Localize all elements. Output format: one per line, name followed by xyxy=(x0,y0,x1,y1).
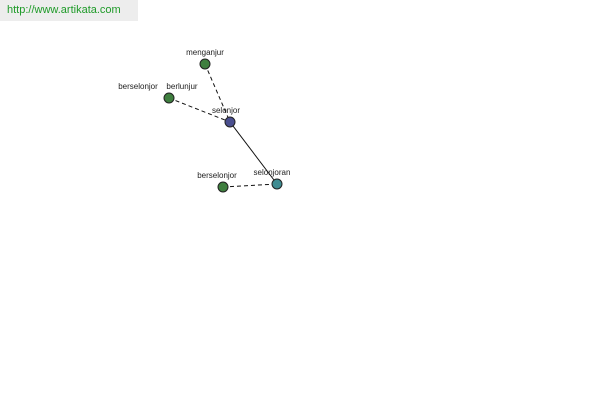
node-label: berselonjor xyxy=(197,171,237,180)
watermark-url[interactable]: http://www.artikata.com xyxy=(0,0,138,21)
node-marker xyxy=(199,58,211,70)
node-marker xyxy=(217,181,229,193)
nodes: menganjur berselonjor berlunjur selonjor… xyxy=(118,48,291,193)
node-berselonjor-top[interactable]: berselonjor xyxy=(118,82,158,91)
node-menganjur[interactable]: menganjur xyxy=(186,48,224,70)
node-label: selonjoran xyxy=(254,168,291,177)
node-marker xyxy=(271,178,283,190)
node-berlunjur[interactable]: berlunjur xyxy=(163,82,198,104)
edge-menganjur-selonjor xyxy=(204,63,231,123)
node-selonjoran[interactable]: selonjoran xyxy=(254,168,291,190)
edge-berlunjur-selonjor xyxy=(168,97,231,123)
node-berselonjor-bottom[interactable]: berselonjor xyxy=(197,171,237,193)
edge-berselonjor-selonjoran xyxy=(222,183,278,188)
node-label: berlunjur xyxy=(166,82,197,91)
node-label: berselonjor xyxy=(118,82,158,91)
edge-selonjor-selonjoran xyxy=(229,121,278,185)
node-selonjor[interactable]: selonjor xyxy=(212,106,240,128)
node-marker xyxy=(163,92,175,104)
node-label: selonjor xyxy=(212,106,240,115)
edges xyxy=(168,63,278,188)
node-marker xyxy=(224,116,236,128)
node-label: menganjur xyxy=(186,48,224,57)
